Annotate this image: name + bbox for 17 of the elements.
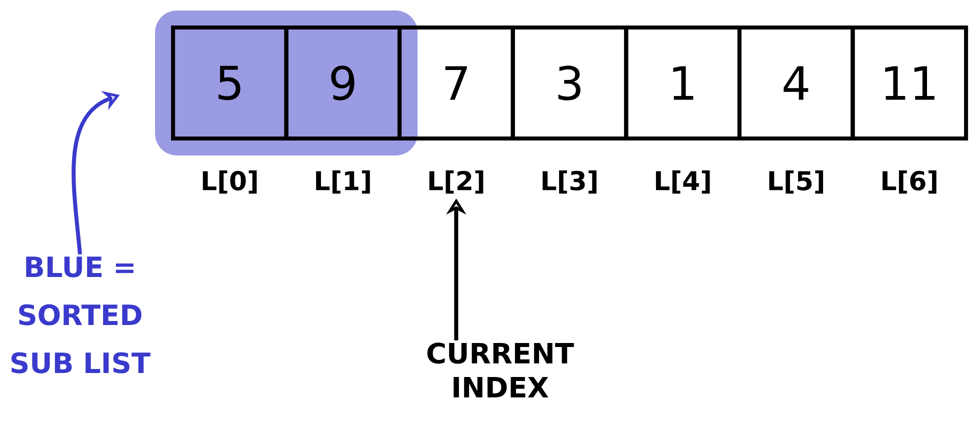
array-cell: 11 [850,26,968,140]
index-label: L[4] [656,170,710,194]
array-cell: 5 [171,26,288,140]
handwritten-note: BLUE = SORTED SUB LIST [11,256,150,374]
handwritten-note: CURRENT INDEX [427,342,574,398]
array-cell: 3 [510,26,628,140]
array-cell: 4 [737,26,855,140]
array-cell: 9 [284,26,402,140]
index-label: L[5] [769,170,824,194]
highlight-band [155,10,418,156]
array-cell: 1 [624,26,742,140]
index-label: L[1] [316,170,370,194]
array-cell: 7 [398,26,515,140]
index-label: L[6] [882,170,936,194]
index-label: L[3] [542,170,596,194]
index-label: L[0] [202,170,257,194]
index-label: L[2] [429,170,484,194]
